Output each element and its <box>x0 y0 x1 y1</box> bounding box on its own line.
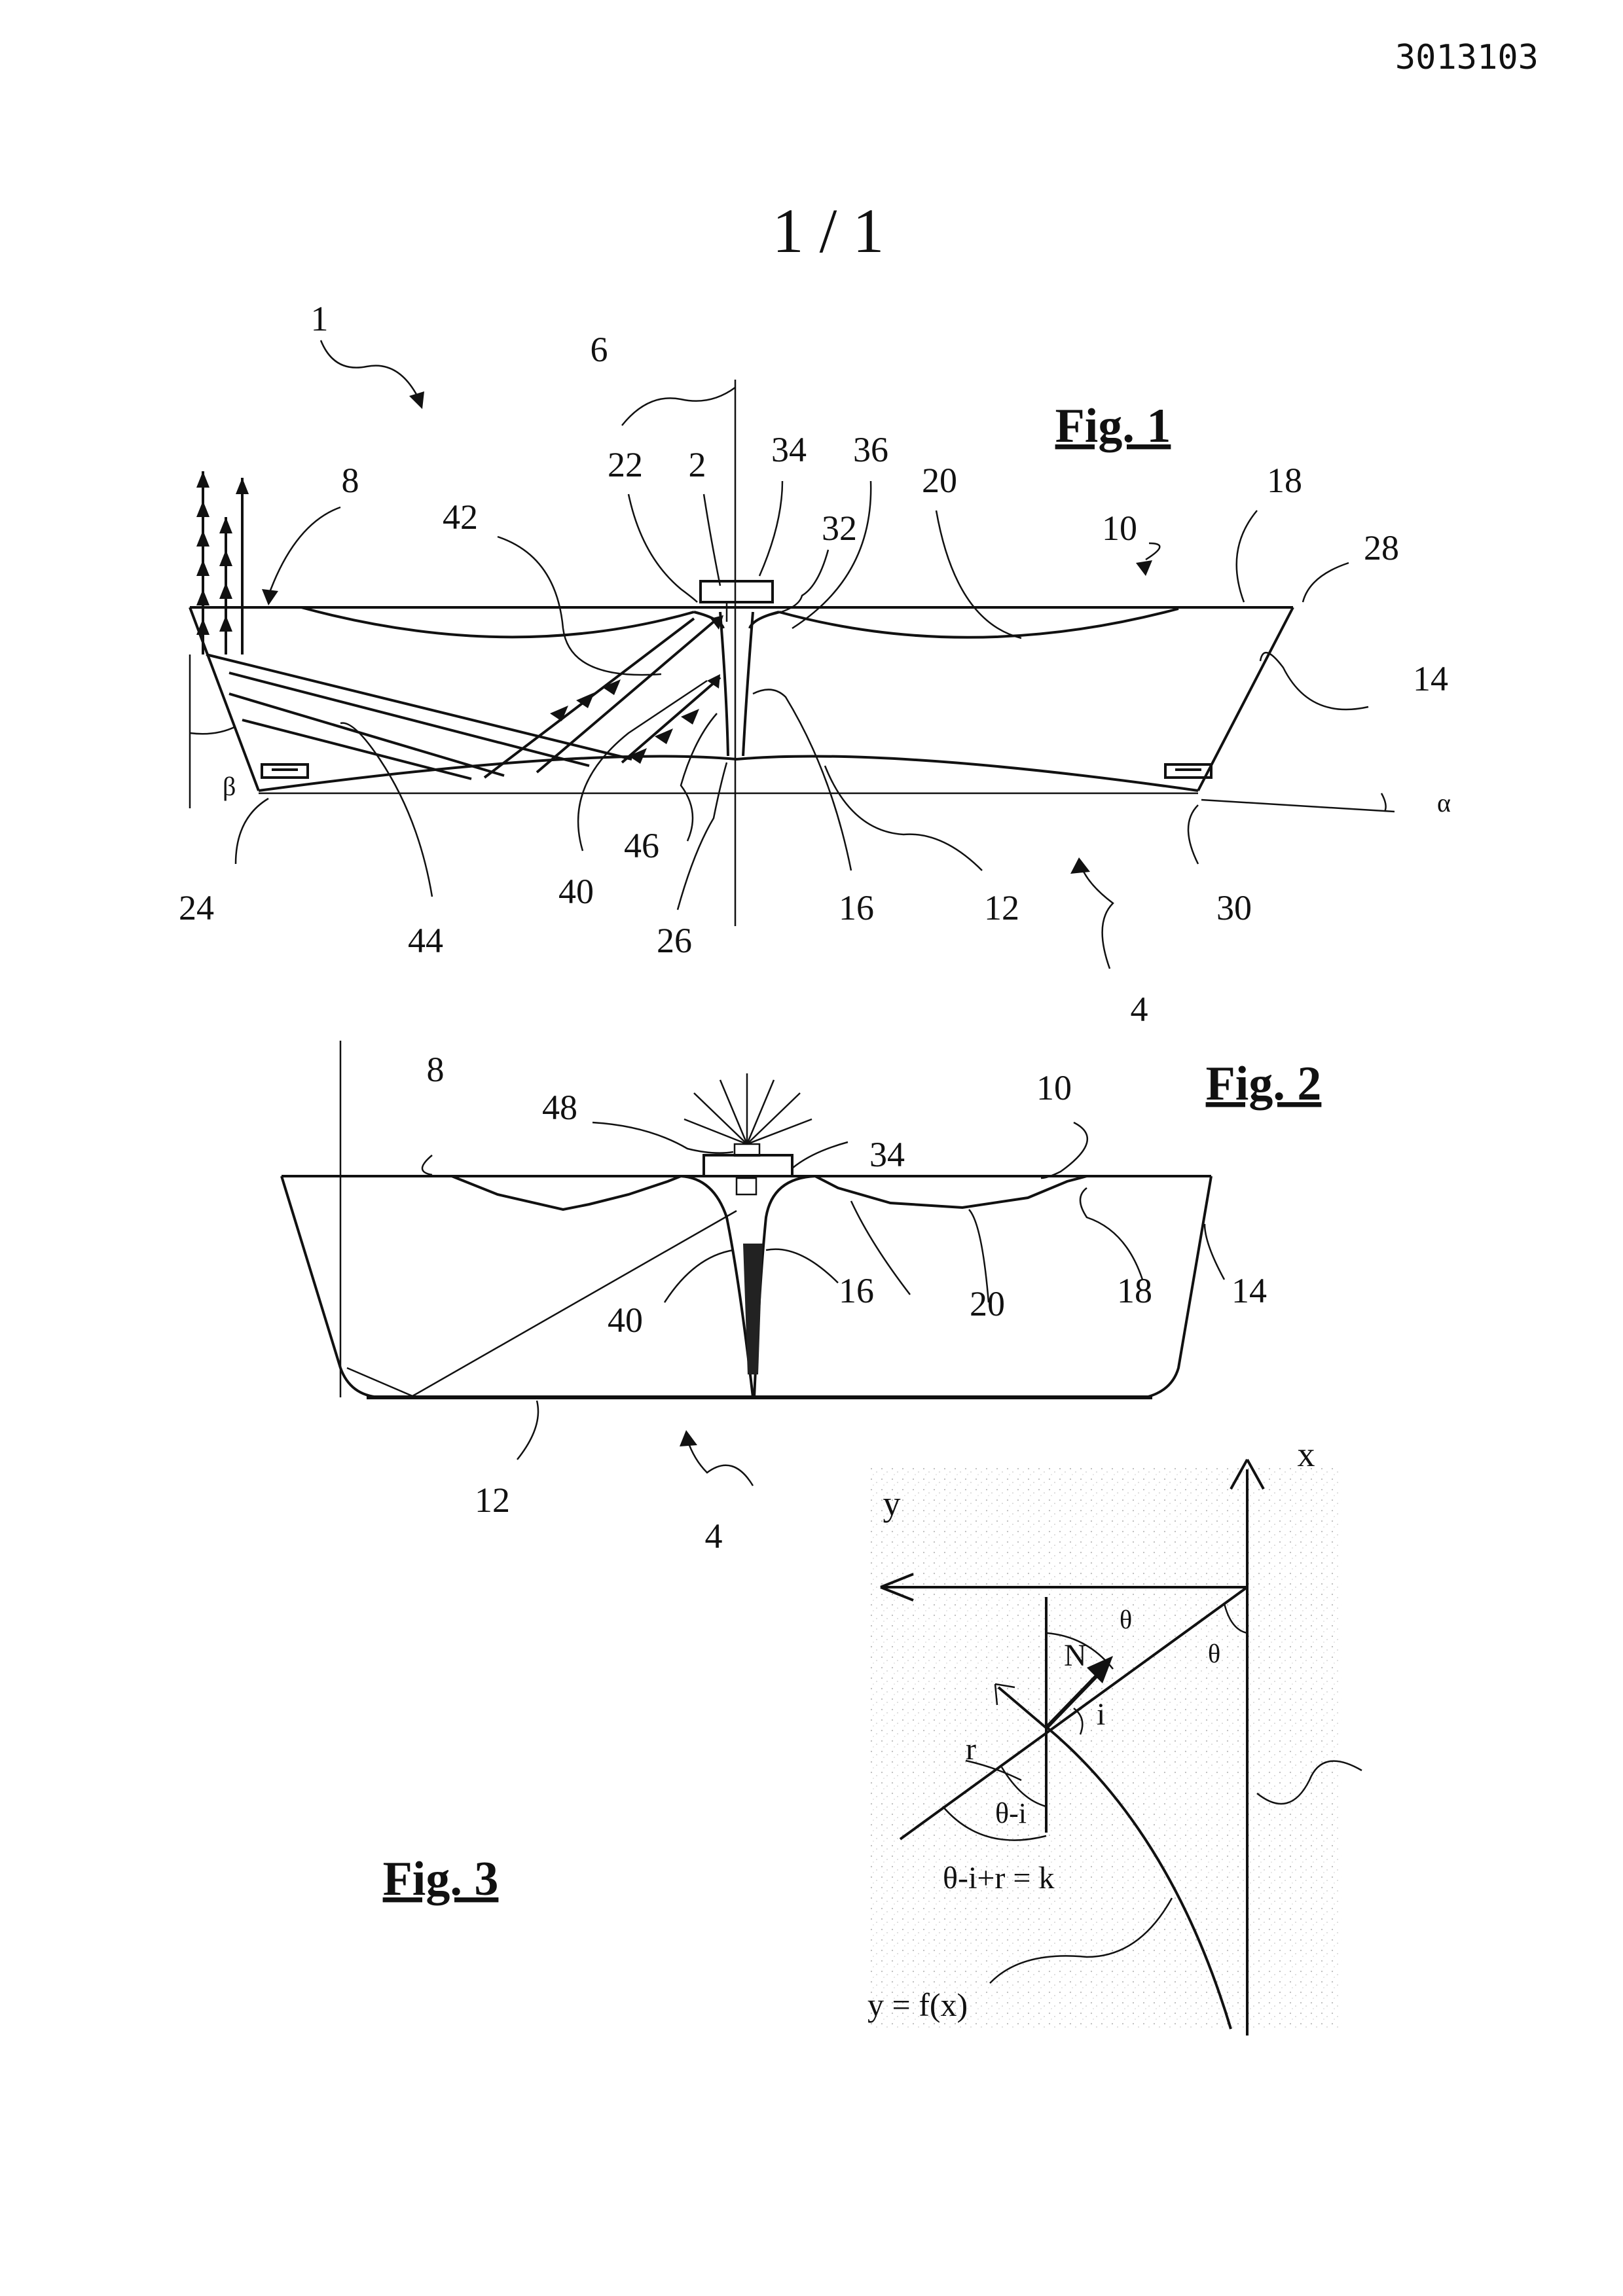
cavity-left-wall <box>720 612 728 756</box>
label-equation: θ-i+r = k <box>943 1861 1054 1895</box>
label-22: 22 <box>608 445 643 484</box>
label-theta-upper: θ <box>1120 1605 1132 1634</box>
fig2-label-48: 48 <box>542 1088 577 1127</box>
bracket-24 <box>262 764 308 778</box>
fig2-label-4: 4 <box>705 1516 723 1556</box>
label-26: 26 <box>657 921 692 960</box>
fig2-source-base <box>737 1178 756 1194</box>
label-12: 12 <box>984 888 1019 927</box>
fig2-label-34: 34 <box>869 1135 905 1174</box>
figure-1: Fig. 1 β α <box>179 299 1451 1029</box>
fig2-ray-40 <box>412 1211 737 1396</box>
cavity-right-wall <box>743 612 753 756</box>
sheet-number: 1 / 1 <box>773 196 884 266</box>
alpha-arc <box>1381 793 1386 812</box>
label-40: 40 <box>558 872 594 911</box>
label-28: 28 <box>1364 528 1399 567</box>
label-alpha: α <box>1437 788 1451 817</box>
fig2-label-12: 12 <box>475 1480 510 1520</box>
leader-6 <box>622 387 735 425</box>
label-32: 32 <box>822 509 857 548</box>
label-curve: y = f(x) <box>867 1986 968 2023</box>
label-30: 30 <box>1216 888 1252 927</box>
fig2-light-source <box>704 1155 792 1176</box>
internal-rays <box>206 615 723 779</box>
fig2-label-18: 18 <box>1117 1271 1152 1310</box>
label-6: 6 <box>591 330 608 369</box>
fig2-emitted-rays <box>684 1073 812 1144</box>
label-i: i <box>1097 1697 1105 1732</box>
figure-3-title: Fig. 3 <box>383 1852 499 1906</box>
fig2-label-16: 16 <box>839 1271 874 1310</box>
top-concave-left <box>301 607 694 637</box>
exit-rays <box>196 471 249 655</box>
label-8: 8 <box>342 461 359 500</box>
fig2-cavity-right <box>754 1176 815 1397</box>
label-N: N <box>1064 1638 1087 1673</box>
figure-3: Fig. 3 x y <box>383 1435 1362 2036</box>
label-42: 42 <box>443 497 478 537</box>
label-14: 14 <box>1413 659 1448 698</box>
label-10: 10 <box>1102 509 1137 548</box>
label-4: 4 <box>1131 990 1148 1029</box>
document-number: 3013103 <box>1395 38 1539 77</box>
label-18: 18 <box>1267 461 1302 500</box>
fig2-label-20: 20 <box>970 1284 1005 1323</box>
label-theta-minus-i: θ-i <box>995 1797 1027 1829</box>
fig2-label-8: 8 <box>427 1050 445 1089</box>
label-20: 20 <box>922 461 957 500</box>
fig2-top-concave-left <box>452 1176 681 1210</box>
label-theta-origin: θ <box>1208 1639 1220 1668</box>
fig2-label-14: 14 <box>1231 1271 1267 1310</box>
fig3-background-panel <box>867 1466 1342 2029</box>
fig2-label-40: 40 <box>608 1300 643 1340</box>
fig2-cavity-fill <box>743 1244 763 1374</box>
label-beta: β <box>223 772 236 801</box>
fig2-top-concave-right <box>815 1176 1087 1208</box>
fig2-label-10: 10 <box>1036 1068 1072 1107</box>
label-1: 1 <box>311 299 329 338</box>
beta-arc <box>190 726 236 734</box>
label-34: 34 <box>771 430 807 469</box>
label-x: x <box>1298 1435 1315 1474</box>
label-y: y <box>883 1484 901 1523</box>
fig2-cavity-left <box>681 1176 753 1397</box>
figure-1-title: Fig. 1 <box>1055 399 1171 453</box>
label-2: 2 <box>689 445 706 484</box>
figure-2-title: Fig. 2 <box>1206 1057 1322 1111</box>
label-16: 16 <box>839 888 874 927</box>
label-46: 46 <box>624 826 659 865</box>
label-r: r <box>966 1732 976 1767</box>
fig2-ray-bottom <box>347 1368 412 1396</box>
light-source-34 <box>701 581 773 602</box>
fig2-left-side <box>282 1176 380 1397</box>
bracket-30 <box>1165 764 1211 778</box>
fig2-right-side <box>1146 1176 1211 1397</box>
label-24: 24 <box>179 888 214 927</box>
label-36: 36 <box>853 430 888 469</box>
label-44: 44 <box>408 921 443 960</box>
alpha-line <box>1201 800 1395 812</box>
